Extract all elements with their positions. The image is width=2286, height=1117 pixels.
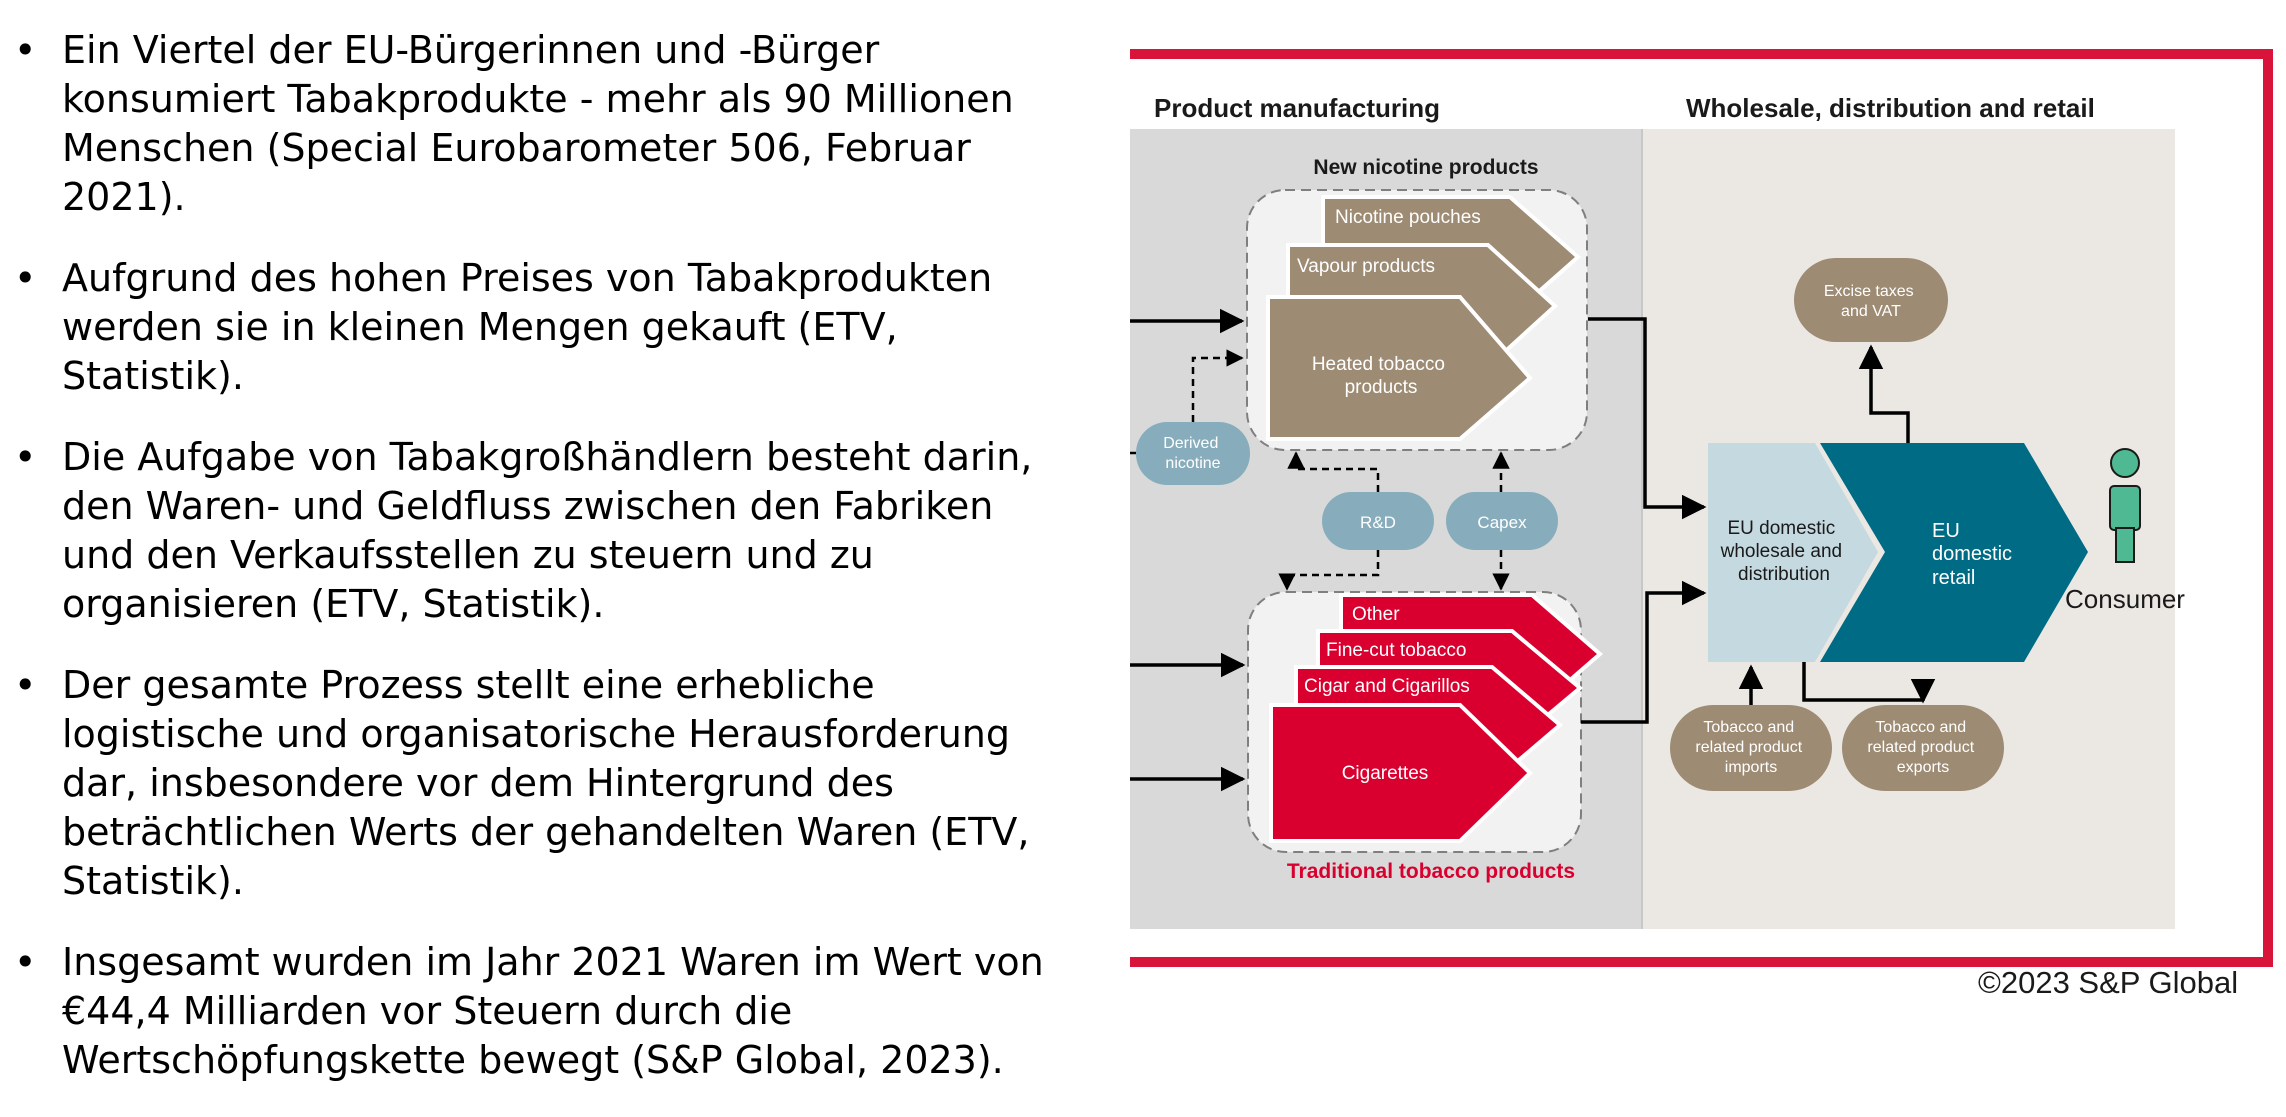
bullet-item: • Ein Viertel der EU-Bürgerinnen und -Bür… xyxy=(14,26,1074,222)
consumer-label: Consumer xyxy=(2065,584,2185,614)
bullet-dot: • xyxy=(14,28,37,72)
cigarettes-label: Cigarettes xyxy=(1342,763,1429,784)
capex-label: Capex xyxy=(1477,513,1527,532)
bullet-item: • Die Aufgabe von Tabakgroßhändlern beste… xyxy=(14,433,1074,629)
rd-bubble xyxy=(1322,492,1434,550)
wholesale-chevron xyxy=(1708,443,1878,662)
retail-chevron xyxy=(1820,443,2088,662)
traditional-group-title: Traditional tobacco products xyxy=(1287,860,1575,883)
traditional-to-wholesale-flow xyxy=(1581,580,1707,724)
excise-taxes-bubble xyxy=(1794,258,1948,342)
derived-nicotine-bubble xyxy=(1136,422,1250,485)
wholesale-to-exports-flow xyxy=(1802,662,1936,704)
exports-label: Tobacco and related product exports xyxy=(1867,719,1978,776)
bullet-text: Die Aufgabe von Tabakgroßhändlern besteh… xyxy=(62,435,1033,626)
other-label: Other xyxy=(1352,604,1400,625)
bullet-dot: • xyxy=(14,256,37,300)
copyright-notice: ©2023 S&P Global xyxy=(1978,965,2239,1000)
consumer-icon xyxy=(2109,448,2141,563)
cigarettes-shape xyxy=(1269,703,1533,843)
derived-nicotine-label: Derived nicotine xyxy=(1163,435,1223,472)
bullet-item: • Insgesamt wurden im Jahr 2021 Waren im … xyxy=(14,938,1074,1085)
bullet-list: • Ein Viertel der EU-Bürgerinnen und -Bür… xyxy=(14,26,1074,1117)
section-title-manufacturing: Product manufacturing xyxy=(1154,93,1440,123)
rd-to-new-connector xyxy=(1287,451,1380,492)
bullet-text: Der gesamte Prozess stellt eine erheblic… xyxy=(62,663,1030,903)
bullet-text: Ein Viertel der EU-Bürgerinnen und -Bürg… xyxy=(62,28,1014,219)
bullet-dot: • xyxy=(14,663,37,707)
new-nicotine-title: New nicotine products xyxy=(1313,156,1538,179)
retail-to-excise-flow xyxy=(1858,344,1910,443)
bullet-dot: • xyxy=(14,940,37,984)
derived-nicotine-connector xyxy=(1191,349,1244,422)
capex-bubble xyxy=(1446,492,1558,550)
exports-bubble xyxy=(1842,705,2004,791)
imports-bubble xyxy=(1670,705,1832,791)
excise-taxes-label: Excise taxes and VAT xyxy=(1824,283,1918,320)
new-to-wholesale-flow xyxy=(1588,317,1707,520)
heated-tobacco-shape xyxy=(1266,295,1533,441)
section-title-retail: Wholesale, distribution and retail xyxy=(1686,93,2095,123)
bullet-text: Insgesamt wurden im Jahr 2021 Waren im W… xyxy=(62,940,1044,1082)
bullet-item: • Aufgrund des hohen Preises von Tabakpro… xyxy=(14,254,1074,401)
value-chain-diagram: Product manufacturing Wholesale, distrib… xyxy=(1130,49,2273,967)
vapour-products-label: Vapour products xyxy=(1297,256,1435,277)
fine-cut-tobacco-label: Fine-cut tobacco xyxy=(1326,640,1466,661)
bullet-item: • Der gesamte Prozess stellt eine erhebli… xyxy=(14,661,1074,906)
bullet-dot: • xyxy=(14,435,37,479)
rd-to-traditional-connector xyxy=(1278,550,1380,591)
bullet-text: Aufgrund des hohen Preises von Tabakprod… xyxy=(62,256,993,398)
heated-tobacco-label: Heated tobacco products xyxy=(1312,354,1450,398)
frame-red-border xyxy=(1130,49,2273,967)
nicotine-pouches-label: Nicotine pouches xyxy=(1335,207,1481,228)
wholesale-label: EU domestic wholesale and distribution xyxy=(1720,518,1848,585)
imports-label: Tobacco and related product imports xyxy=(1695,719,1806,776)
retail-label: EU domestic retail xyxy=(1932,520,2018,589)
rd-label: R&D xyxy=(1360,513,1396,532)
cigar-cigarillos-label: Cigar and Cigarillos xyxy=(1304,676,1470,697)
